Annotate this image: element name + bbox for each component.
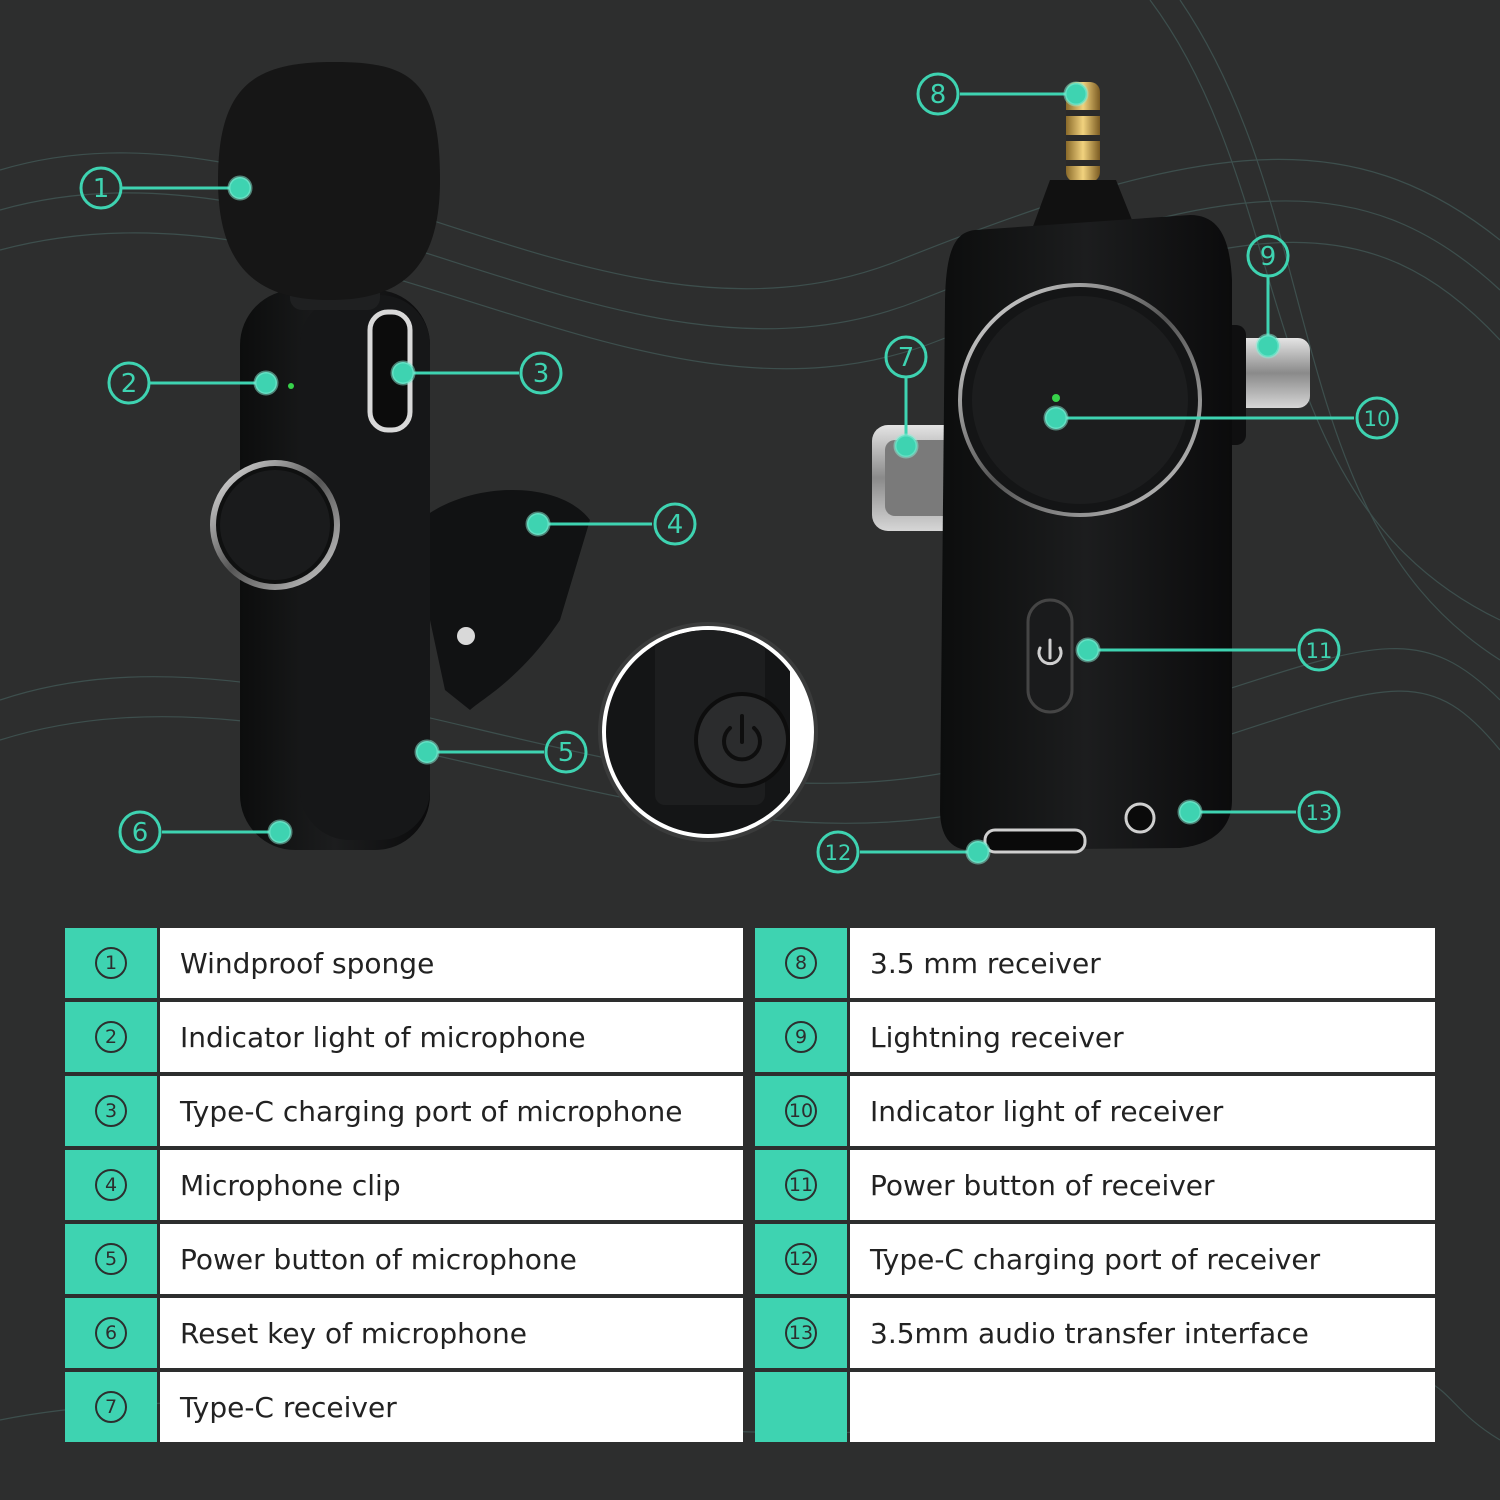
- legend-label: [850, 1372, 1435, 1442]
- legend-label: 3.5 mm receiver: [850, 928, 1435, 998]
- legend-number: 11: [785, 1169, 817, 1201]
- callout-number: 13: [1306, 801, 1333, 825]
- receiver-illustration: [872, 82, 1310, 854]
- legend-label: Indicator light of receiver: [850, 1076, 1435, 1146]
- legend-row: 8 3.5 mm receiver: [755, 928, 1435, 998]
- callout-number: 9: [1260, 242, 1277, 272]
- legend-row: 10 Indicator light of receiver: [755, 1076, 1435, 1146]
- callout-badges: 1 2 3 4 5 6 7 8 9 10 11 12 13: [79, 72, 1399, 874]
- callout-13: 13: [1297, 790, 1341, 834]
- legend-number-cell: 1: [65, 928, 157, 998]
- callout-number: 11: [1306, 639, 1333, 663]
- legend-table: 1 Windproof sponge 2 Indicator light of …: [65, 928, 1435, 1448]
- callout-6: 6: [118, 810, 162, 854]
- callout-2: 2: [107, 361, 151, 405]
- callout-3: 3: [519, 351, 563, 395]
- legend-number-cell: 8: [755, 928, 847, 998]
- legend-number: 9: [785, 1021, 817, 1053]
- power-button-inset: [598, 622, 818, 842]
- callout-10: 10: [1355, 396, 1399, 440]
- legend-number: 13: [785, 1317, 817, 1349]
- legend-number: [785, 1391, 817, 1423]
- legend-number-cell: 11: [755, 1150, 847, 1220]
- legend-number-cell: 12: [755, 1224, 847, 1294]
- legend-row: 3 Type-C charging port of microphone: [65, 1076, 743, 1146]
- legend-number-cell: 3: [65, 1076, 157, 1146]
- legend-label: Power button of receiver: [850, 1150, 1435, 1220]
- legend-number-cell: 10: [755, 1076, 847, 1146]
- callout-number: 5: [558, 738, 575, 768]
- legend-number-cell: 13: [755, 1298, 847, 1368]
- legend-row: 7 Type-C receiver: [65, 1372, 743, 1442]
- callout-1: 1: [79, 166, 123, 210]
- legend-number: 5: [95, 1243, 127, 1275]
- legend-row: 9 Lightning receiver: [755, 1002, 1435, 1072]
- legend-number: 7: [95, 1391, 127, 1423]
- legend-number: 4: [95, 1169, 127, 1201]
- callout-number: 2: [121, 369, 138, 399]
- callout-dots: [227, 81, 1281, 865]
- legend-number: 1: [95, 947, 127, 979]
- legend-number-cell: 4: [65, 1150, 157, 1220]
- legend-label: Indicator light of microphone: [160, 1002, 743, 1072]
- callout-number: 4: [667, 510, 684, 540]
- legend-row: 5 Power button of microphone: [65, 1224, 743, 1294]
- legend-number: 8: [785, 947, 817, 979]
- microphone-illustration: [210, 62, 590, 850]
- callout-number: 3: [533, 359, 550, 389]
- legend-row: 11 Power button of receiver: [755, 1150, 1435, 1220]
- legend-row: 6 Reset key of microphone: [65, 1298, 743, 1368]
- callout-9: 9: [1246, 234, 1290, 278]
- callout-number: 6: [132, 818, 149, 848]
- callout-8: 8: [916, 72, 960, 116]
- legend-label: Windproof sponge: [160, 928, 743, 998]
- callout-number: 8: [930, 80, 947, 110]
- legend-number: 10: [785, 1095, 817, 1127]
- callout-number: 12: [825, 841, 852, 865]
- callout-5: 5: [544, 730, 588, 774]
- legend-number: 2: [95, 1021, 127, 1053]
- callout-number: 10: [1364, 407, 1391, 431]
- legend-label: Type-C receiver: [160, 1372, 743, 1442]
- legend-label: Lightning receiver: [850, 1002, 1435, 1072]
- legend-number-cell: 9: [755, 1002, 847, 1072]
- callout-11: 11: [1297, 628, 1341, 672]
- legend-label: Microphone clip: [160, 1150, 743, 1220]
- legend-label: 3.5mm audio transfer interface: [850, 1298, 1435, 1368]
- legend-row: 12 Type-C charging port of receiver: [755, 1224, 1435, 1294]
- legend-number: 12: [785, 1243, 817, 1275]
- legend-row: 13 3.5mm audio transfer interface: [755, 1298, 1435, 1368]
- legend-number-cell: 6: [65, 1298, 157, 1368]
- legend-number-cell: [755, 1372, 847, 1442]
- legend-row: 2 Indicator light of microphone: [65, 1002, 743, 1072]
- legend-label: Power button of microphone: [160, 1224, 743, 1294]
- callout-number: 7: [898, 343, 915, 373]
- legend-number: 3: [95, 1095, 127, 1127]
- callout-12: 12: [816, 830, 860, 874]
- callout-number: 1: [93, 174, 110, 204]
- legend-number-cell: 7: [65, 1372, 157, 1442]
- legend-row: [755, 1372, 1435, 1442]
- callout-leaders: [122, 92, 1354, 854]
- legend-number-cell: 2: [65, 1002, 157, 1072]
- power-icon: [722, 714, 762, 762]
- legend-row: 4 Microphone clip: [65, 1150, 743, 1220]
- legend-number-cell: 5: [65, 1224, 157, 1294]
- legend-number: 6: [95, 1317, 127, 1349]
- power-icon: [1037, 638, 1063, 666]
- callout-4: 4: [653, 502, 697, 546]
- legend-label: Type-C charging port of receiver: [850, 1224, 1435, 1294]
- legend-label: Reset key of microphone: [160, 1298, 743, 1368]
- callout-7: 7: [884, 335, 928, 379]
- legend-label: Type-C charging port of microphone: [160, 1076, 743, 1146]
- legend-row: 1 Windproof sponge: [65, 928, 743, 998]
